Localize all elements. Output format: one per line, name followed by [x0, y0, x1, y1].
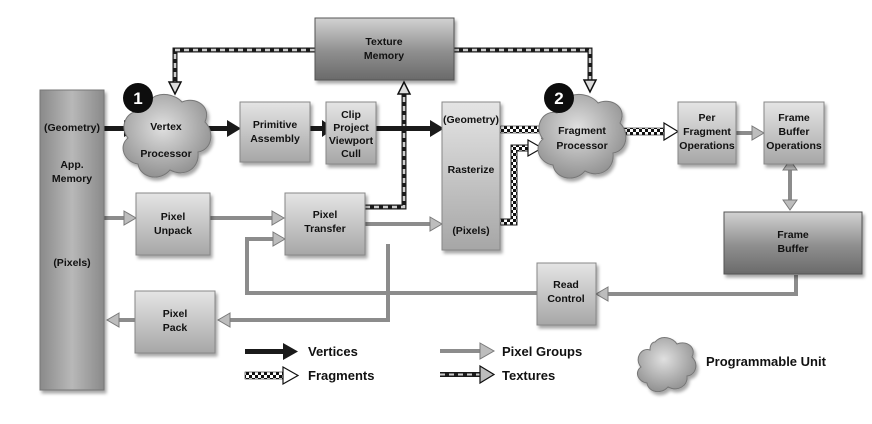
- app-memory-label-2: Memory: [52, 173, 92, 185]
- legend-vertices: Vertices: [245, 343, 358, 360]
- legend-fragments: Fragments: [244, 365, 374, 386]
- app-memory-geometry-label: (Geometry): [44, 122, 100, 134]
- pixel-arrow-heads: [106, 125, 798, 328]
- fragment-processor-blob: Fragment Processor: [537, 93, 627, 179]
- read-control-label-1: Read: [553, 279, 579, 291]
- pixel-pack-label-1: Pixel: [163, 308, 188, 320]
- pixel-arrows: [104, 131, 798, 322]
- badge-1-number: 1: [133, 89, 142, 108]
- texture-memory-label-1: Texture: [365, 36, 402, 48]
- per-fragment-label-3: Operations: [679, 140, 735, 152]
- rasterize-label: Rasterize: [448, 164, 495, 176]
- badge-2: 2: [544, 83, 574, 113]
- legend-programmable-unit: Programmable Unit: [636, 337, 827, 393]
- texture-connectors: [167, 47, 598, 210]
- frame-buffer-label-1: Frame: [777, 229, 809, 241]
- badge-2-number: 2: [554, 89, 563, 108]
- pixel-pack-label-2: Pack: [163, 322, 188, 334]
- rasterize-geometry-label: (Geometry): [443, 114, 499, 126]
- pixel-unpack-label-1: Pixel: [161, 211, 186, 223]
- pixel-transfer-label-1: Pixel: [313, 209, 338, 221]
- frame-buffer-operations-box: Frame Buffer Operations: [763, 101, 825, 165]
- per-fragment-operations-box: Per Fragment Operations: [677, 101, 737, 165]
- frame-buffer-ops-label-3: Operations: [766, 140, 822, 152]
- per-fragment-label-2: Fragment: [683, 126, 731, 138]
- app-memory-pixels-label: (Pixels): [53, 257, 90, 269]
- primitive-assembly-box: Primitive Assembly: [239, 101, 311, 163]
- legend-pixel-groups: Pixel Groups: [440, 342, 582, 360]
- texture-memory-box: Texture Memory: [314, 17, 455, 81]
- app-memory-label-1: App.: [60, 159, 83, 171]
- badge-1: 1: [123, 83, 153, 113]
- legend: Vertices Fragments Pixel Groups Textures…: [244, 337, 827, 393]
- primitive-assembly-label-1: Primitive: [253, 119, 298, 131]
- programmable-unit-icon: [636, 337, 697, 393]
- vertex-processor-label-2: Processor: [140, 148, 191, 160]
- frame-buffer-ops-label-1: Frame: [778, 112, 810, 124]
- legend-pixel-groups-label: Pixel Groups: [502, 344, 582, 359]
- frame-buffer-label-2: Buffer: [778, 243, 809, 255]
- project-label: Project: [333, 122, 369, 134]
- primitive-assembly-label-2: Assembly: [250, 133, 300, 145]
- frame-buffer-ops-label-2: Buffer: [779, 126, 810, 138]
- viewport-label: Viewport: [329, 135, 374, 147]
- pixel-unpack-label-2: Unpack: [154, 225, 192, 237]
- vertex-processor-blob: Vertex Processor: [122, 93, 212, 178]
- rasterize-box: (Geometry) Rasterize (Pixels): [441, 101, 501, 251]
- vertex-processor-label-1: Vertex: [150, 121, 182, 133]
- clip-label: Clip: [341, 109, 361, 121]
- pixel-transfer-box: Pixel Transfer: [284, 192, 366, 256]
- frame-buffer-box: Frame Buffer: [723, 211, 863, 275]
- fragment-processor-label-2: Processor: [556, 140, 607, 152]
- clip-project-box: Clip Project Viewport Cull: [325, 101, 377, 165]
- per-fragment-label-1: Per: [699, 112, 716, 124]
- read-control-label-2: Control: [547, 293, 584, 305]
- read-control-box: Read Control: [536, 262, 597, 326]
- legend-textures: Textures: [440, 364, 555, 385]
- legend-fragments-label: Fragments: [308, 368, 374, 383]
- legend-programmable-unit-label: Programmable Unit: [706, 354, 827, 369]
- rasterize-pixels-label: (Pixels): [452, 225, 489, 237]
- app-memory-box: (Geometry) App. Memory (Pixels): [39, 89, 105, 391]
- legend-vertices-label: Vertices: [308, 344, 358, 359]
- texture-memory-label-2: Memory: [364, 50, 404, 62]
- pixel-transfer-label-2: Transfer: [304, 223, 345, 235]
- pixel-unpack-box: Pixel Unpack: [135, 192, 211, 256]
- cull-label: Cull: [341, 148, 361, 160]
- pixel-pack-box: Pixel Pack: [134, 290, 216, 354]
- fragment-processor-label-1: Fragment: [558, 125, 606, 137]
- legend-textures-label: Textures: [502, 368, 555, 383]
